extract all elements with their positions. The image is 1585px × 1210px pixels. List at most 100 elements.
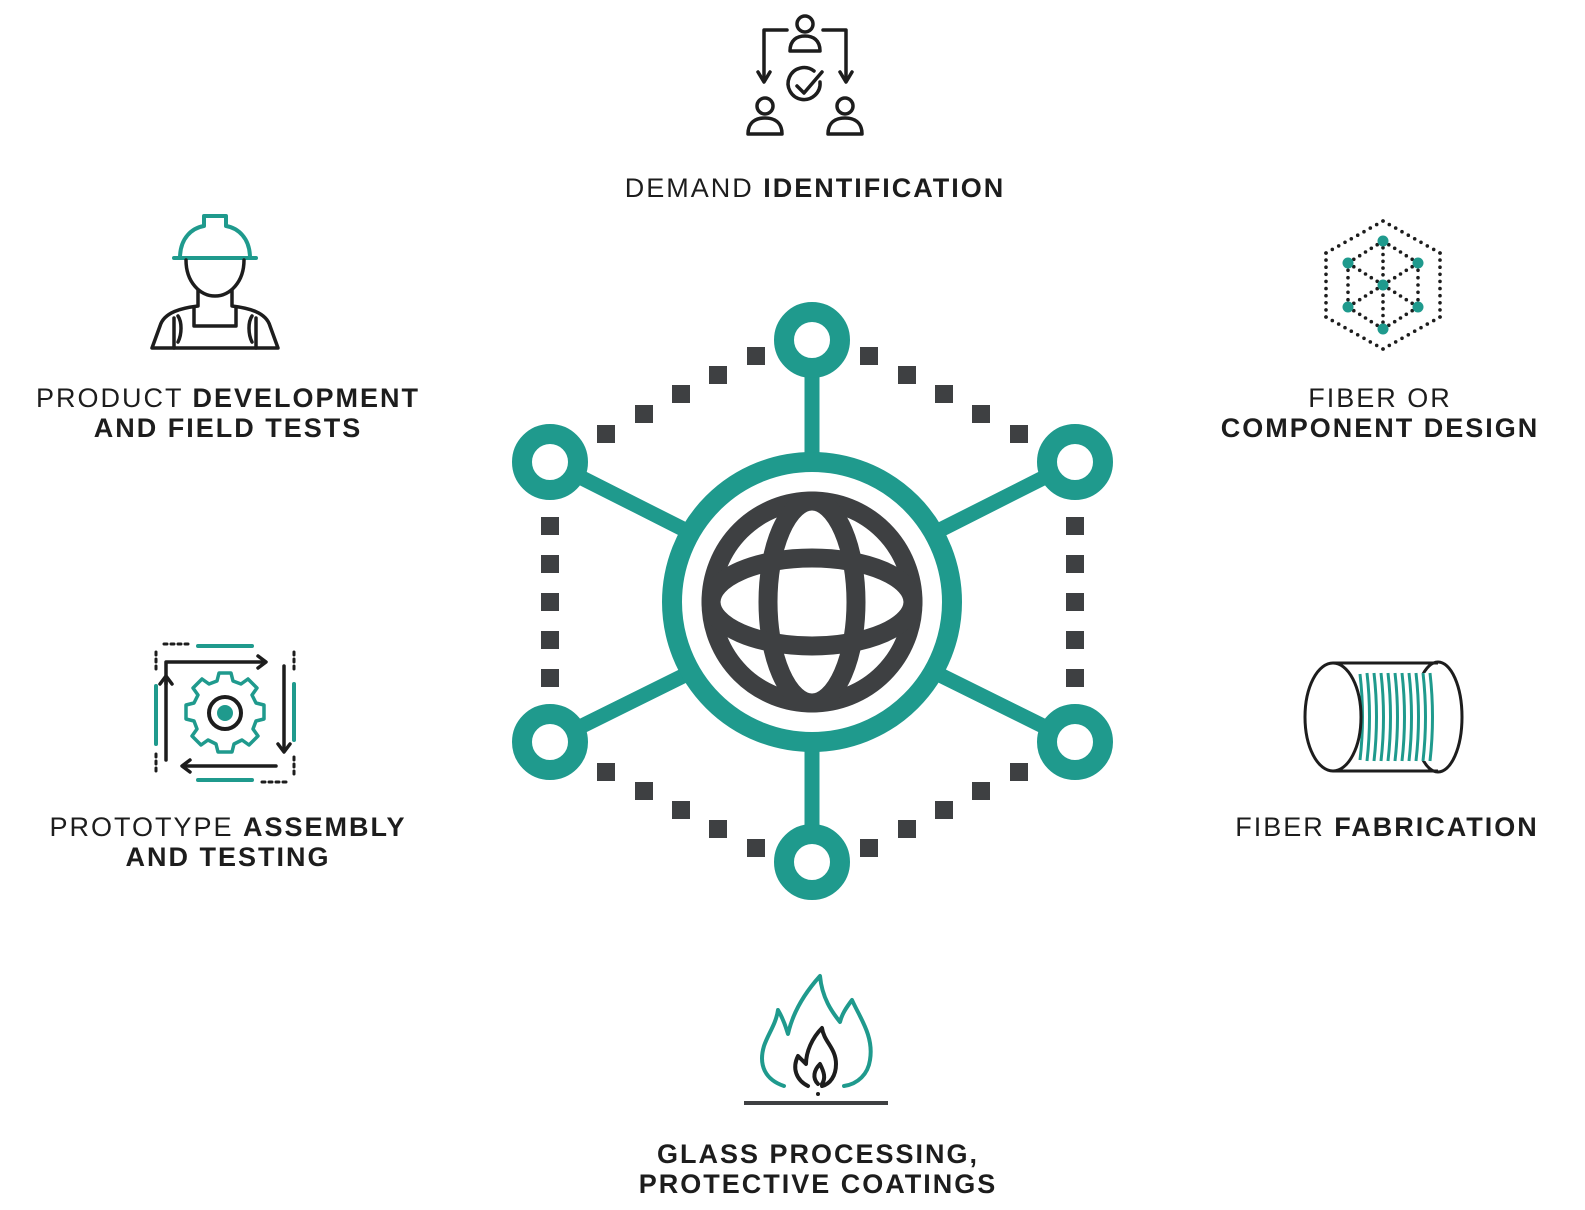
lattice-dot xyxy=(1324,258,1328,262)
lattice-dot xyxy=(1425,322,1430,326)
lattice-dot xyxy=(1392,246,1397,251)
stage-label-design: FIBER OR COMPONENT DESIGN xyxy=(1221,383,1540,443)
lattice-dot xyxy=(1431,318,1436,323)
lattice-dot xyxy=(1368,340,1373,344)
lattice-dot xyxy=(1381,246,1385,250)
lattice-dot xyxy=(1398,294,1403,298)
lattice-dot xyxy=(1324,251,1328,255)
lattice-dot xyxy=(1336,244,1341,248)
lattice-dot xyxy=(1416,297,1420,302)
lattice-dot xyxy=(1381,320,1385,324)
lattice-dot xyxy=(1357,297,1362,302)
lattice-dot xyxy=(1346,275,1350,280)
lattice-dot xyxy=(1352,257,1356,262)
molecular-hexagon-icon xyxy=(1324,219,1442,351)
lattice-node xyxy=(1412,257,1424,269)
lattice-dot xyxy=(1410,264,1414,269)
lattice-dot xyxy=(1330,318,1335,323)
lattice-dot xyxy=(1357,253,1362,258)
lattice-dot xyxy=(1438,265,1442,269)
lattice-dot xyxy=(1375,242,1379,247)
network-hub xyxy=(512,302,1113,900)
lattice-dot xyxy=(1346,297,1350,302)
lattice-dot xyxy=(1381,306,1385,311)
stage-label-fabrication: FIBER FABRICATION xyxy=(1235,812,1539,842)
lattice-dot xyxy=(1412,237,1417,241)
fiber-spool-icon xyxy=(1303,660,1464,774)
hub-ring xyxy=(662,452,962,752)
lattice-dot xyxy=(1425,244,1430,248)
lattice-dot xyxy=(1381,347,1385,351)
lattice-dot xyxy=(1362,229,1366,234)
lattice-dot xyxy=(1324,286,1328,291)
lattice-dot xyxy=(1392,290,1397,295)
lattice-dot xyxy=(1363,316,1368,320)
lattice-dot xyxy=(1438,293,1442,298)
lattice-dot xyxy=(1387,222,1392,227)
lattice-dot xyxy=(1419,325,1423,330)
lattice-dot xyxy=(1393,226,1398,230)
lattice-dot xyxy=(1381,259,1385,264)
lattice-dot xyxy=(1387,279,1391,284)
team-approval-icon xyxy=(746,14,864,136)
lattice-dot xyxy=(1369,275,1374,280)
stage-label-prototype: PROTOTYPE ASSEMBLY AND TESTING xyxy=(49,812,406,872)
lattice-dot xyxy=(1406,333,1411,337)
lattice-dot xyxy=(1381,273,1385,277)
lattice-dot xyxy=(1352,301,1356,306)
lattice-dot xyxy=(1398,272,1403,276)
lattice-dot xyxy=(1406,233,1411,237)
lattice-dot xyxy=(1324,315,1328,319)
lattice-dot xyxy=(1343,240,1347,245)
lattice-dot xyxy=(1387,323,1391,328)
lattice-dot xyxy=(1438,286,1442,291)
lattice-dot xyxy=(1374,343,1379,348)
lattice-dot xyxy=(1324,265,1328,269)
stage-label-bold: GLASS PROCESSING, xyxy=(656,1139,980,1169)
lattice-dot xyxy=(1375,286,1379,291)
stage-label-glass: GLASS PROCESSING, PROTECTIVE COATINGS xyxy=(639,1139,998,1199)
lattice-dot xyxy=(1381,219,1385,223)
lattice-dot xyxy=(1400,336,1404,341)
stage-label-demand: DEMAND IDENTIFICATION xyxy=(625,173,1006,203)
lattice-dot xyxy=(1352,308,1356,313)
lattice-dot xyxy=(1324,279,1328,284)
lattice-dot xyxy=(1381,293,1385,297)
lattice-node xyxy=(1377,279,1389,291)
lattice-dot xyxy=(1410,257,1414,262)
lattice-dot xyxy=(1438,315,1442,319)
lattice-dot xyxy=(1381,313,1385,318)
lattice-dot xyxy=(1369,290,1374,295)
lattice-dot xyxy=(1438,272,1442,277)
lattice-dot xyxy=(1355,233,1360,237)
lattice-dot xyxy=(1416,268,1420,273)
stage-label-light: PRODUCT xyxy=(35,383,183,413)
lattice-dot xyxy=(1343,325,1347,330)
lattice-dot xyxy=(1363,250,1368,254)
lattice-node xyxy=(1412,301,1424,313)
lattice-dot xyxy=(1375,279,1379,284)
lattice-dot xyxy=(1404,297,1409,302)
lattice-dot xyxy=(1357,268,1362,273)
lattice-dot xyxy=(1346,283,1350,287)
stage-label-bold-line2: COMPONENT DESIGN xyxy=(1220,413,1540,443)
stage-label-bold-line2: PROTECTIVE COATINGS xyxy=(638,1169,998,1199)
stage-label-bold-line2: AND TESTING xyxy=(125,842,331,872)
lattice-dot xyxy=(1404,312,1409,317)
stage-label-light: PROTOTYPE xyxy=(49,812,234,842)
lattice-dot xyxy=(1438,301,1442,305)
lattice-dot xyxy=(1381,300,1385,304)
lattice-dot xyxy=(1363,272,1368,276)
lattice-dot xyxy=(1387,286,1391,291)
lattice-dot xyxy=(1416,275,1420,280)
stage-label-product: PRODUCT DEVELOPMENT AND FIELD TESTS xyxy=(36,383,420,443)
lattice-dot xyxy=(1336,322,1341,326)
lattice-dot xyxy=(1349,237,1354,241)
lattice-dot xyxy=(1410,308,1414,313)
stage-label-bold: ASSEMBLY xyxy=(243,812,407,842)
lattice-dot xyxy=(1416,283,1420,287)
lattice-dot xyxy=(1400,229,1404,234)
stage-label-bold-line2: AND FIELD TESTS xyxy=(93,413,363,443)
lattice-dot xyxy=(1363,294,1368,298)
lattice-dot xyxy=(1349,329,1354,333)
